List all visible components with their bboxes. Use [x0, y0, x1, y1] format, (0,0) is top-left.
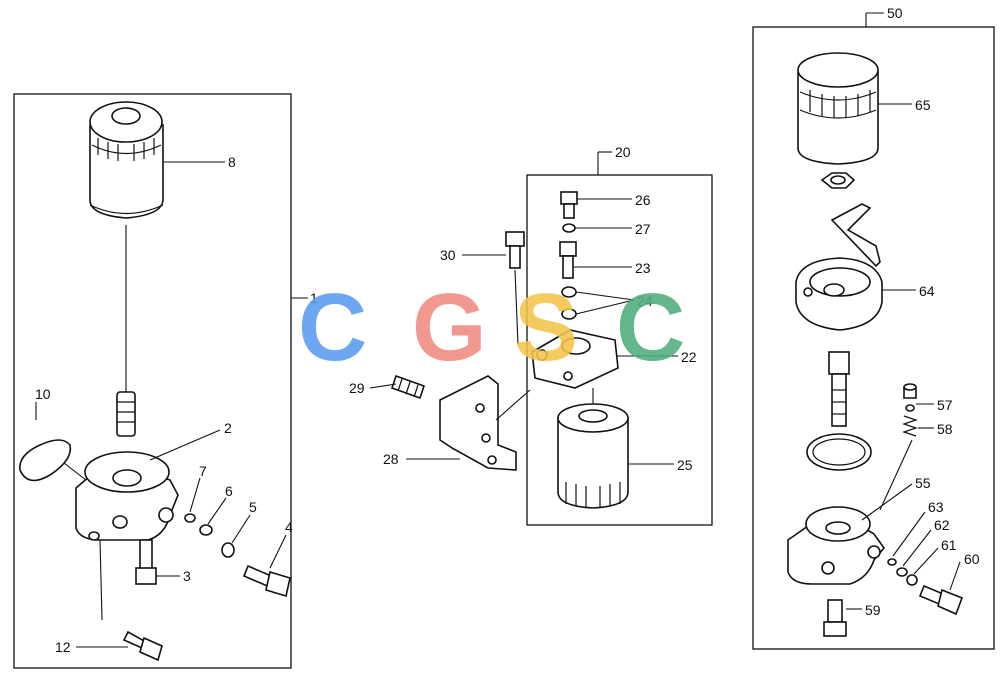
head-cover-64: [795, 203, 883, 331]
callout-2: 2: [224, 420, 232, 436]
callout-57: 57: [937, 397, 953, 413]
watermark-letter-c2: C: [616, 274, 685, 381]
watermark-letter-g: G: [412, 274, 487, 381]
callout-27: 27: [635, 221, 651, 237]
cap-57: [903, 383, 917, 399]
nipple-spring: [116, 391, 136, 437]
filter-cartridge-25: [557, 403, 629, 509]
callout-60: 60: [964, 551, 980, 567]
callout-5: 5: [249, 499, 257, 515]
callout-26: 26: [635, 192, 651, 208]
watermark-letter-c1: C: [298, 274, 367, 381]
filter-head-55: [787, 506, 886, 585]
callout-28: 28: [383, 451, 399, 467]
nut: [820, 172, 856, 189]
group-50-frame: 50: [752, 5, 995, 650]
group-20-frame: 20: [526, 144, 713, 526]
stud-29: [390, 374, 426, 400]
callout-29: 29: [349, 380, 365, 396]
callout-4: 4: [285, 519, 293, 535]
callout-10: 10: [35, 386, 51, 402]
callout-3: 3: [183, 568, 191, 584]
callout-58: 58: [937, 421, 953, 437]
callout-62: 62: [934, 517, 950, 533]
washer-5: [221, 542, 235, 558]
callout-23: 23: [635, 260, 651, 276]
seal-6: [199, 524, 213, 536]
group-1-label: 1: [310, 290, 318, 306]
o-ring: [806, 433, 872, 471]
bolt-12: [122, 630, 163, 662]
callout-8: 8: [228, 154, 236, 170]
spring-58: [902, 415, 918, 437]
gasket-10: [19, 439, 72, 482]
filter-cartridge-65: [797, 52, 879, 165]
callout-61: 61: [941, 537, 957, 553]
callout-55: 55: [915, 475, 931, 491]
callout-64: 64: [919, 283, 935, 299]
plug-3: [135, 539, 157, 585]
callout-63: 63: [928, 499, 944, 515]
bolt-23: [559, 241, 577, 279]
seal-7: [184, 513, 196, 523]
cgsc-watermark: C G S C: [298, 274, 685, 381]
callout-25: 25: [677, 457, 693, 473]
washer-61: [906, 574, 918, 586]
group-1-frame: 1: [13, 93, 318, 669]
bolt-4: [242, 564, 291, 598]
group-20-label: 20: [615, 144, 631, 160]
washer-57: [905, 404, 915, 412]
bolt-30: [505, 231, 525, 269]
center-bolt: [828, 351, 850, 427]
filter-head-2: [75, 451, 179, 541]
callout-65: 65: [915, 97, 931, 113]
bolt-26: [560, 191, 578, 219]
callout-6: 6: [225, 483, 233, 499]
seal-62: [896, 567, 908, 577]
watermark-letter-s: S: [514, 274, 578, 381]
washer-27: [562, 223, 576, 233]
seal-63: [887, 558, 897, 566]
callout-24: 24: [637, 293, 653, 309]
bolt-60: [918, 584, 964, 616]
callout-30: 30: [440, 247, 456, 263]
callout-22: 22: [681, 349, 697, 365]
group-50-label: 50: [887, 5, 903, 21]
plug-59: [823, 599, 847, 637]
filter-cartridge-8: [89, 101, 164, 219]
callout-7: 7: [199, 463, 207, 479]
callout-12: 12: [55, 639, 71, 655]
callout-59: 59: [865, 602, 881, 618]
filter-head-22: [531, 329, 619, 389]
bracket-28: [439, 375, 517, 471]
